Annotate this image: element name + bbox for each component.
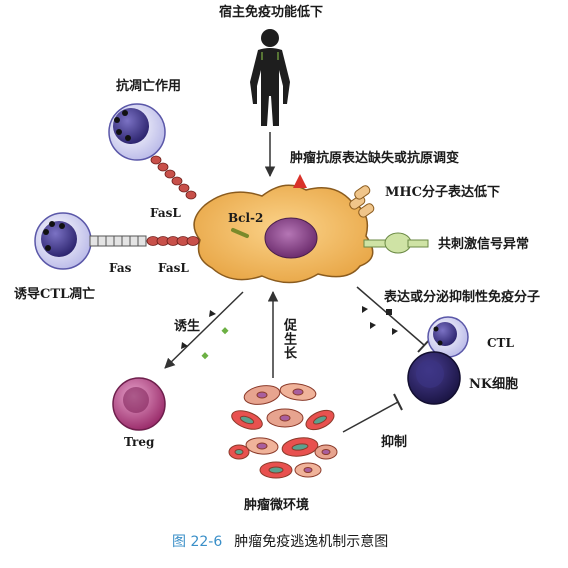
fas-receptor: [89, 235, 147, 247]
label-promote-growth: 促生长: [281, 318, 296, 360]
label-inhibit: 抑制: [381, 435, 408, 450]
label-nk: NK细胞: [469, 377, 519, 392]
inhibitor-particles: [362, 306, 398, 335]
bcl2-icon: [231, 228, 249, 238]
figure-caption: 图 22-6 肿瘤免疫逃逸机制示意图: [172, 531, 388, 551]
nk-cell: [407, 351, 461, 405]
label-host-immune: 宿主免疫功能低下: [219, 5, 324, 20]
cytokine-particles-left: [181, 310, 229, 360]
tumor-microenvironment-cells: [228, 383, 338, 479]
label-secrete-inhibitory: 表达或分泌抑制性免疫分子: [384, 290, 541, 305]
label-costim: 共刺激信号异常: [438, 237, 530, 252]
fasl-chain-lower: [146, 236, 200, 246]
arrow-induce-treg: [164, 291, 244, 369]
label-induce: 诱生: [174, 319, 201, 334]
label-anti-apoptosis: 抗凋亡作用: [116, 79, 182, 94]
antigen-triangle: [293, 174, 307, 188]
inhibit-line-secrete: [356, 286, 425, 346]
label-fas: Fas: [109, 261, 132, 275]
mhc-molecule-icon: [349, 185, 375, 218]
treg-nucleus: [123, 387, 149, 413]
label-ctl: CTL: [487, 336, 514, 350]
inhibit-bar-microenv: [393, 393, 403, 411]
caption-number: 图 22-6: [172, 534, 223, 550]
label-microenvironment: 肿瘤微环境: [244, 498, 310, 513]
ctl-cell-upper: [108, 103, 166, 161]
label-bcl2: Bcl-2: [228, 211, 264, 225]
label-antigen-loss: 肿瘤抗原表达缺失或抗原调变: [290, 151, 460, 166]
label-induce-ctl-apoptosis: 诱导CTL凋亡: [14, 287, 96, 302]
caption-title: 肿瘤免疫逃逸机制示意图: [234, 534, 389, 550]
inhibit-line-microenv: [342, 401, 399, 433]
label-fasl-lower: FasL: [158, 261, 189, 275]
costim-molecule-icon: [363, 232, 429, 254]
human-figure-icon: [250, 29, 290, 126]
fasl-chain-upper: [150, 155, 197, 200]
label-treg: Treg: [124, 435, 155, 449]
label-fasl-upper: FasL: [150, 206, 181, 220]
ctl-cell-right: [427, 316, 469, 358]
tumor-nucleus: [264, 217, 318, 259]
label-mhc-low: MHC分子表达低下: [385, 185, 501, 200]
ctl-cell-left: [34, 212, 92, 270]
